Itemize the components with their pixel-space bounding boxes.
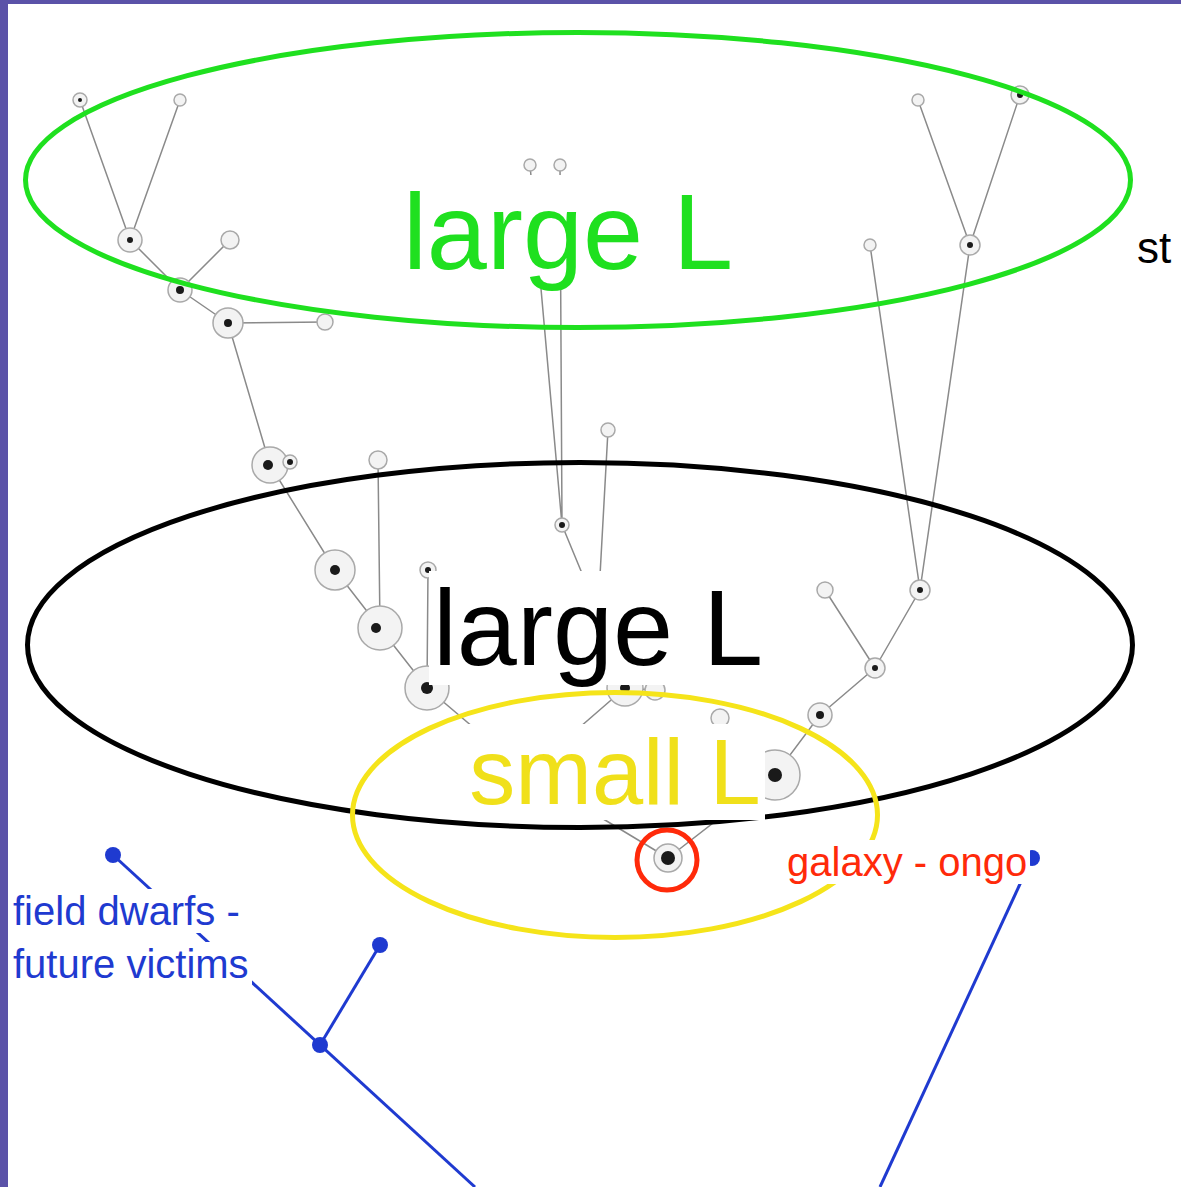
- galaxy-dot-group: [78, 92, 1023, 865]
- region-ellipse: small L: [350, 690, 880, 940]
- halo: [817, 582, 833, 598]
- halo: [524, 159, 536, 171]
- halo: [554, 159, 566, 171]
- galaxy-marker-circle: [637, 830, 697, 890]
- region-ellipse: large L: [23, 30, 1133, 330]
- galaxy-dot: [287, 459, 293, 465]
- galaxy-dot: [872, 665, 878, 671]
- halo: [73, 93, 87, 107]
- field-dwarfs-label: field dwarfs - future victims: [10, 889, 252, 986]
- dwarf-dot: [312, 1037, 328, 1053]
- ellipse-path: [28, 463, 1133, 828]
- dwarf-track: [880, 858, 1032, 1187]
- galaxy-dot: [371, 623, 381, 633]
- halo: [865, 658, 885, 678]
- dwarf-dot: [105, 847, 121, 863]
- galaxy-dot: [127, 237, 133, 243]
- cut-off-label: st: [1134, 223, 1174, 272]
- halo: [213, 308, 243, 338]
- label-holder: st: [1134, 222, 1174, 276]
- galaxy-dot: [917, 587, 923, 593]
- region-label: large L: [399, 175, 737, 288]
- halo: [358, 606, 402, 650]
- galaxy-dot: [176, 286, 184, 294]
- field-dwarf-tracks: [113, 855, 1032, 1187]
- ellipse-path: [26, 33, 1131, 328]
- slide-top-bar: [0, 0, 1181, 4]
- halo: [808, 703, 832, 727]
- galaxy-dot: [768, 768, 782, 782]
- region-label: small L: [465, 724, 764, 821]
- galaxy-dot: [661, 851, 675, 865]
- region-label: large L: [429, 571, 767, 684]
- halo: [317, 314, 333, 330]
- galaxy-label: galaxy - ongo: [784, 840, 1030, 884]
- halo: [174, 94, 186, 106]
- halo: [283, 455, 297, 469]
- halo: [654, 844, 682, 872]
- galaxy-dot: [224, 319, 232, 327]
- galaxy-dot: [78, 98, 82, 102]
- ellipse-path: [353, 693, 878, 938]
- galaxy-dot: [816, 711, 824, 719]
- slide-left-bar: [0, 0, 8, 1187]
- halo: [252, 447, 288, 483]
- halo: [601, 423, 615, 437]
- halo: [960, 235, 980, 255]
- halo: [118, 228, 142, 252]
- galaxy-dot: [967, 242, 973, 248]
- galaxy-dot: [263, 460, 273, 470]
- tree-branches: [80, 95, 1020, 858]
- halo: [555, 518, 569, 532]
- halo: [910, 580, 930, 600]
- dwarf-dot: [372, 937, 388, 953]
- label-holder: field dwarfs - future victims: [10, 885, 290, 991]
- halo: [912, 94, 924, 106]
- halo-group: [73, 86, 1029, 872]
- halo: [315, 550, 355, 590]
- galaxy-dot: [330, 565, 340, 575]
- dwarf-track: [320, 945, 380, 1045]
- galaxy-dot: [559, 522, 565, 528]
- halo: [369, 451, 387, 469]
- halo: [864, 239, 876, 251]
- halo: [221, 231, 239, 249]
- label-holder: galaxy - ongo: [784, 838, 1030, 887]
